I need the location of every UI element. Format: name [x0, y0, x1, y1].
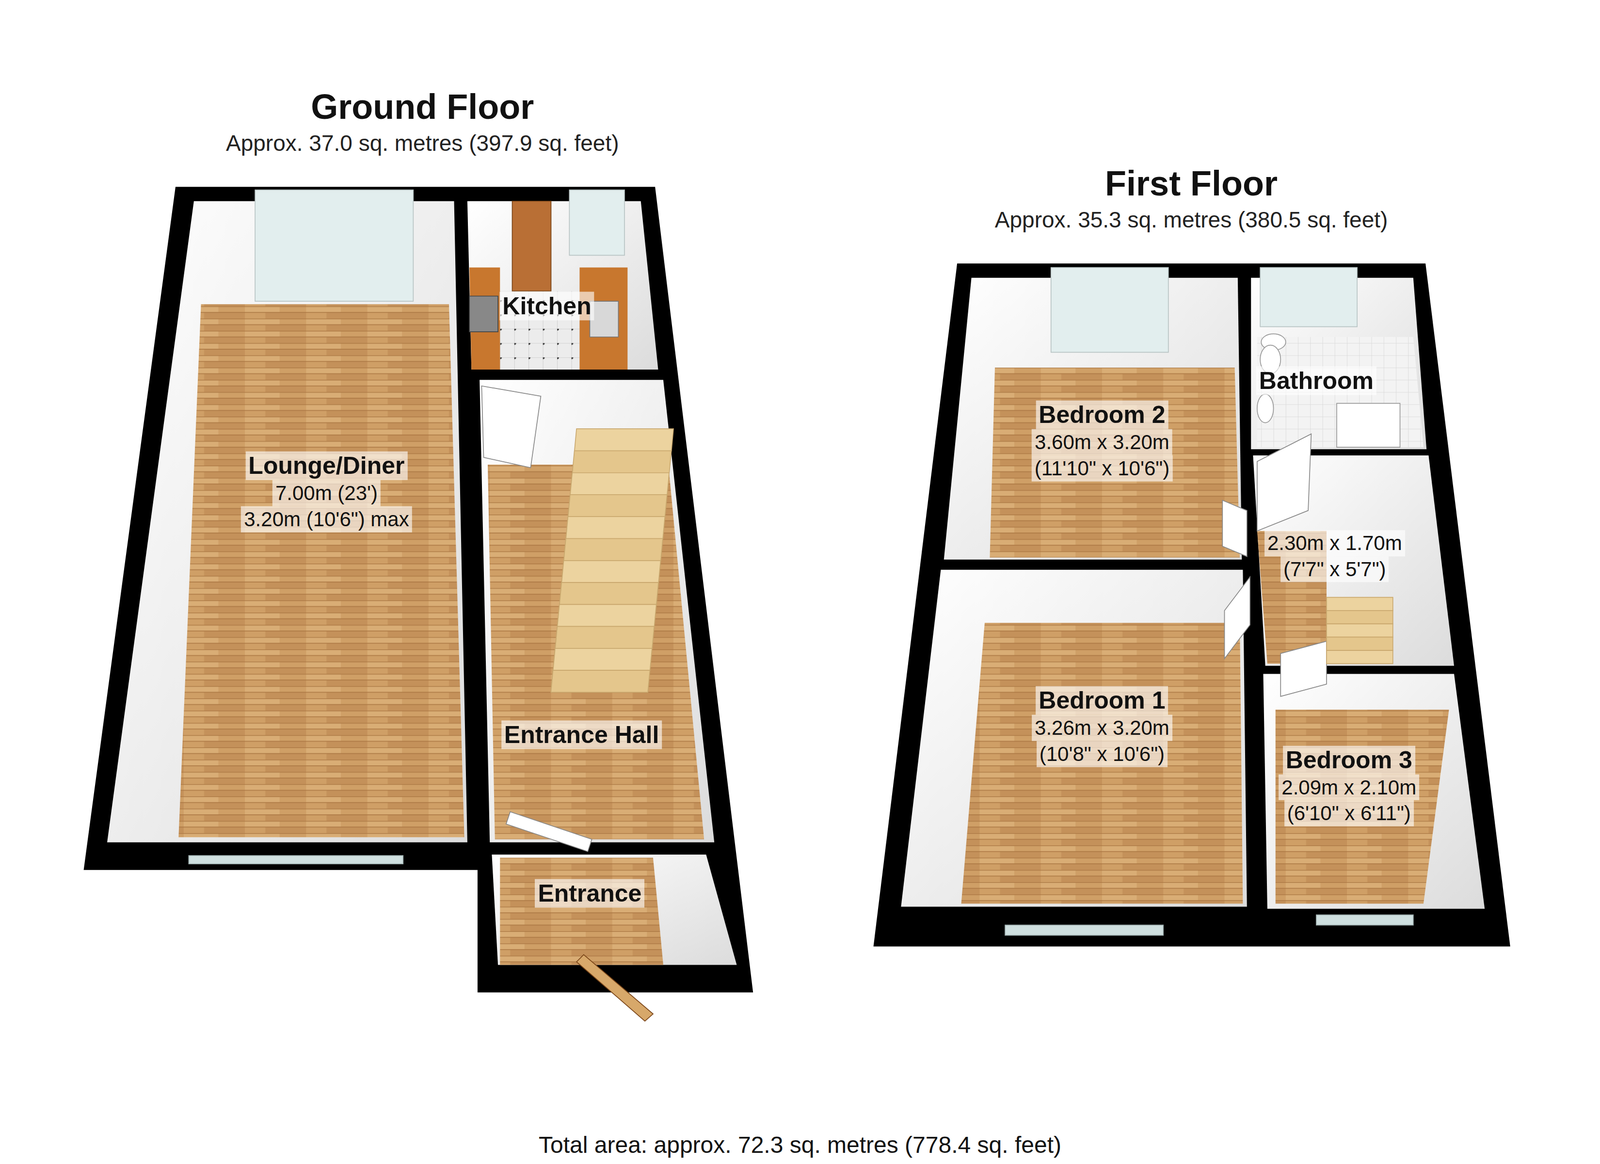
- room-name: Bedroom 1: [1035, 686, 1168, 715]
- floor-area: Approx. 35.3 sq. metres (380.5 sq. feet): [994, 206, 1389, 234]
- room-dimensions: (10'8" x 10'6"): [1036, 740, 1168, 768]
- room-dimensions: 7.00m (23'): [272, 480, 381, 507]
- stair-step: [559, 582, 659, 605]
- room-dimensions: 3.60m x 3.20m: [1031, 429, 1173, 456]
- window: [188, 855, 403, 864]
- stair-step: [570, 472, 670, 495]
- wall-face: [1263, 673, 1485, 909]
- stair-step: [565, 516, 665, 539]
- room-dimensions: 3.20m (10'6") max: [240, 506, 412, 533]
- wood-floor: [499, 857, 664, 965]
- room: Bedroom 23.60m x 3.20m(11'10" x 10'6"): [944, 277, 1243, 560]
- door: [512, 201, 552, 291]
- stair-step: [1326, 610, 1393, 624]
- stair-step: [568, 494, 668, 517]
- wood-floor: [178, 304, 464, 837]
- basin: [1257, 394, 1274, 423]
- bath: [1336, 403, 1400, 448]
- room-dimensions: (11'10" x 10'6"): [1031, 455, 1173, 482]
- floor-title: Ground Floor: [310, 87, 534, 127]
- outer-wall: [873, 263, 1511, 946]
- floor-area: Approx. 37.0 sq. metres (397.9 sq. feet): [225, 129, 620, 157]
- stair-step: [550, 670, 650, 692]
- room: Lounge/Diner7.00m (23')3.20m (10'6") max: [107, 201, 468, 843]
- total-area-caption: Total area: approx. 72.3 sq. metres (778…: [0, 1130, 1600, 1159]
- room-label: Lounge/Diner7.00m (23')3.20m (10'6") max: [240, 451, 412, 533]
- wood-floor: [961, 622, 1244, 904]
- wall-face: [467, 201, 659, 370]
- stair-step: [1326, 623, 1393, 637]
- room-dimensions: 3.26m x 3.20m: [1031, 714, 1173, 741]
- door: [1257, 433, 1312, 531]
- stair-step: [563, 538, 663, 561]
- door: [1222, 500, 1248, 557]
- floor-plan: Ground FloorApprox. 37.0 sq. metres (397…: [81, 87, 764, 996]
- room-name: Kitchen: [499, 291, 594, 321]
- wall-face: [900, 569, 1247, 907]
- window: [1051, 267, 1169, 353]
- stair-step: [1326, 637, 1393, 651]
- wood-floor: [1275, 709, 1450, 904]
- room-label: 2.30m x 1.70m(7'7" x 5'7"): [1264, 529, 1406, 583]
- floor-heading: Ground FloorApprox. 37.0 sq. metres (397…: [81, 87, 764, 157]
- counter: [469, 267, 500, 370]
- stair-step: [1326, 597, 1393, 611]
- room-name: Bathroom: [1256, 366, 1377, 396]
- stair-step: [561, 560, 661, 583]
- wall-face: [491, 854, 737, 965]
- outer-wall: [83, 186, 754, 992]
- room-dimensions: 2.30m x 1.70m: [1264, 529, 1406, 557]
- stair-step: [574, 428, 674, 451]
- stair-step: [572, 450, 672, 473]
- room-dimensions: 2.09m x 2.10m: [1278, 773, 1420, 800]
- room: Entrance: [491, 854, 737, 965]
- door: [1224, 576, 1251, 658]
- room-label: Bathroom: [1256, 366, 1377, 396]
- room-label: Kitchen: [499, 291, 594, 321]
- room-name: Bedroom 2: [1035, 400, 1168, 430]
- window: [1316, 914, 1414, 925]
- stair-step: [1326, 650, 1393, 664]
- floor-heading: First FloorApprox. 35.3 sq. metres (380.…: [862, 164, 1520, 234]
- room: Bathroom: [1250, 277, 1427, 449]
- window: [255, 190, 414, 302]
- stair-step: [553, 648, 653, 671]
- floor-title: First Floor: [1104, 164, 1278, 203]
- wall-face: [479, 379, 715, 843]
- wood-floor: [487, 464, 704, 840]
- room: Bedroom 32.09m x 2.10m(6'10" x 6'11"): [1263, 673, 1485, 909]
- room: Bedroom 13.26m x 3.20m(10'8" x 10'6"): [900, 569, 1247, 907]
- door: [1280, 640, 1327, 697]
- room-name: Entrance Hall: [501, 720, 663, 750]
- room-name: Bedroom 3: [1282, 745, 1416, 774]
- stair-step: [555, 626, 655, 649]
- stair-step: [557, 604, 657, 626]
- floor-plan: First FloorApprox. 35.3 sq. metres (380.…: [862, 164, 1520, 951]
- room-dimensions: (6'10" x 6'11"): [1284, 800, 1414, 827]
- room-label: Bedroom 13.26m x 3.20m(10'8" x 10'6"): [1031, 686, 1173, 768]
- room-label: Entrance Hall: [501, 720, 663, 750]
- room: Entrance Hall: [479, 379, 715, 842]
- hob: [469, 296, 498, 333]
- room-label: Entrance: [534, 878, 645, 908]
- room-label: Bedroom 32.09m x 2.10m(6'10" x 6'11"): [1278, 745, 1420, 827]
- room: 2.30m x 1.70m(7'7" x 5'7"): [1252, 455, 1455, 666]
- window: [1260, 267, 1358, 327]
- door: [506, 811, 592, 852]
- room-name: Lounge/Diner: [245, 451, 408, 480]
- room-dimensions: (7'7" x 5'7"): [1280, 556, 1390, 583]
- window: [569, 190, 625, 256]
- wood-floor: [989, 367, 1240, 558]
- door: [576, 954, 654, 1021]
- room-label: Bedroom 23.60m x 3.20m(11'10" x 10'6"): [1031, 400, 1173, 482]
- door: [481, 385, 541, 468]
- room-name: Entrance: [534, 878, 645, 908]
- window: [1005, 924, 1164, 935]
- room: Kitchen: [467, 201, 659, 371]
